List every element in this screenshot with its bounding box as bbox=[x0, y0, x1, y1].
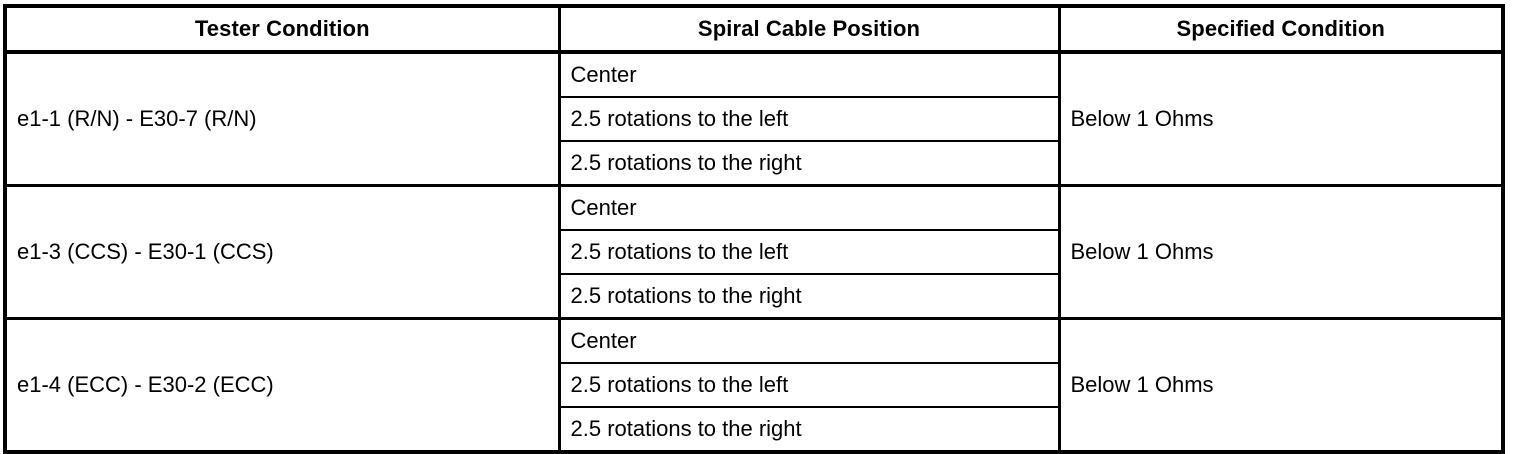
table-row: 2.5 rotations to the left bbox=[5, 363, 1503, 408]
cell-spiral-cable-position: 2.5 rotations to the left bbox=[559, 97, 1061, 142]
cell-spiral-cable-position: 2.5 rotations to the left bbox=[559, 230, 1061, 275]
cell-tester-condition: e1-3 (CCS) - E30-1 (CCS) bbox=[5, 184, 561, 319]
table-row: 2.5 rotations to the left bbox=[5, 230, 1503, 275]
cell-spiral-cable-position: Center bbox=[559, 317, 1061, 364]
cell-specified-condition: Below 1 Ohms bbox=[1059, 317, 1503, 452]
cell-spiral-cable-position: 2.5 rotations to the right bbox=[559, 141, 1061, 186]
column-header-spiral-cable-position: Spiral Cable Position bbox=[559, 6, 1061, 54]
cell-spiral-cable-position: Center bbox=[559, 52, 1061, 98]
table-row: 2.5 rotations to the left bbox=[5, 97, 1503, 142]
table-row: 2.5 rotations to the right bbox=[5, 141, 1503, 186]
table-header-row: Tester Condition Spiral Cable Position S… bbox=[5, 6, 1503, 54]
cell-spiral-cable-position: 2.5 rotations to the right bbox=[559, 274, 1061, 319]
specification-table-container: Tester Condition Spiral Cable Position S… bbox=[3, 4, 1505, 454]
table-row: e1-3 (CCS) - E30-1 (CCS) Center Below 1 … bbox=[5, 184, 1503, 319]
cell-tester-condition: e1-1 (R/N) - E30-7 (R/N) bbox=[5, 52, 561, 186]
cell-spiral-cable-position: 2.5 rotations to the right bbox=[559, 407, 1061, 452]
table-row: 2.5 rotations to the right bbox=[5, 274, 1503, 319]
cell-tester-condition: e1-4 (ECC) - E30-2 (ECC) bbox=[5, 317, 561, 452]
table-body: e1-1 (R/N) - E30-7 (R/N) Center Below 1 … bbox=[5, 52, 1503, 452]
cell-spiral-cable-position: Center bbox=[559, 184, 1061, 231]
cell-spiral-cable-position: 2.5 rotations to the left bbox=[559, 363, 1061, 408]
cell-specified-condition: Below 1 Ohms bbox=[1059, 52, 1503, 186]
cell-specified-condition: Below 1 Ohms bbox=[1059, 184, 1503, 319]
column-header-tester-condition: Tester Condition bbox=[5, 6, 561, 54]
table-row: e1-1 (R/N) - E30-7 (R/N) Center Below 1 … bbox=[5, 52, 1503, 186]
table-row: e1-4 (ECC) - E30-2 (ECC) Center Below 1 … bbox=[5, 317, 1503, 452]
specification-table: Tester Condition Spiral Cable Position S… bbox=[3, 4, 1505, 454]
column-header-specified-condition: Specified Condition bbox=[1059, 6, 1503, 54]
table-header: Tester Condition Spiral Cable Position S… bbox=[5, 6, 1503, 54]
